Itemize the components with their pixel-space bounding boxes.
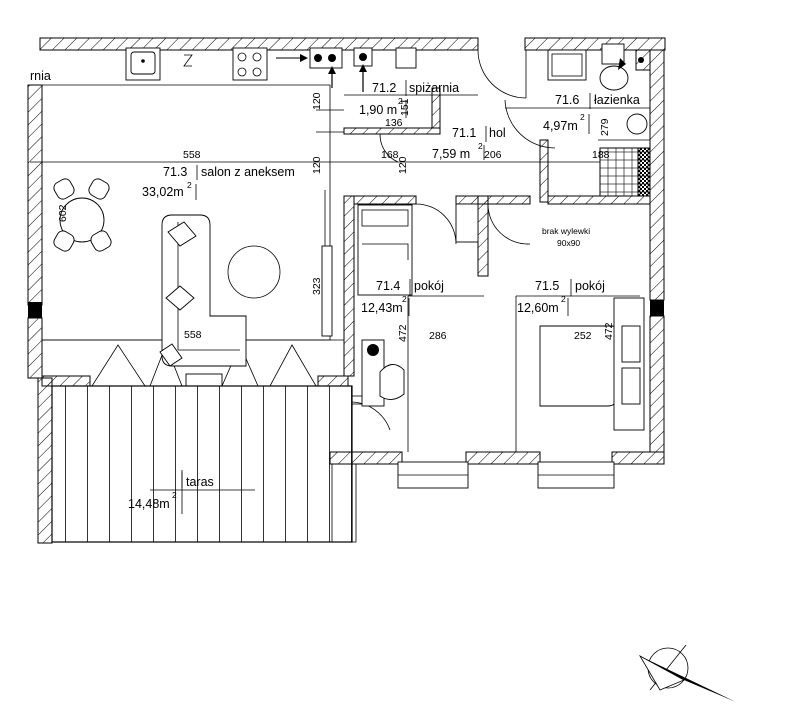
pokoj2-area: 12,60m — [517, 301, 559, 315]
dim-120-a: 120 — [311, 92, 323, 110]
dim-168: 168 — [381, 149, 399, 161]
dim-286: 286 — [429, 330, 447, 342]
taras-area-sup: 2 — [172, 490, 177, 500]
dim-472-right: 472 — [603, 322, 615, 340]
terrace — [51, 385, 357, 543]
dim-558-top: 558 — [183, 149, 201, 161]
dimension-labels: 558 558 286 252 188 168 206 136 602 323 … — [57, 92, 615, 342]
dim-323: 323 — [311, 277, 323, 295]
lazienka-area-sup: 2 — [580, 112, 585, 122]
bedroom1-furniture — [357, 204, 413, 407]
pokoj1-area: 12,43m — [361, 301, 403, 315]
kitchen — [125, 47, 417, 92]
pokoj1-area-sup: 2 — [402, 294, 407, 304]
dim-136: 136 — [385, 117, 403, 129]
lazienka-number: 71.6 — [555, 93, 579, 107]
salon-name: salon z aneksem — [201, 165, 295, 179]
shower-note: brak wylewki — [542, 226, 590, 236]
salon-area-sup: 2 — [187, 180, 192, 190]
bathroom-fixtures — [547, 43, 651, 197]
lazienka-name: łazienka — [594, 93, 640, 107]
pokoj1-number: 71.4 — [376, 279, 400, 293]
living-furniture — [53, 178, 333, 367]
dim-558-bottom: 558 — [184, 329, 202, 341]
cut-room-label: rnia — [30, 69, 51, 83]
hol-name: hol — [489, 126, 506, 140]
north-arrow-icon — [638, 644, 736, 702]
dim-206: 206 — [484, 149, 502, 161]
taras-name: taras — [186, 475, 214, 489]
dim-120-b: 120 — [311, 156, 323, 174]
pokoj2-area-sup: 2 — [561, 294, 566, 304]
room-labels: 71.3 salon z aneksem 33,02m 2 71.2 spiża… — [30, 69, 640, 511]
bedroom2-furniture — [539, 297, 645, 431]
dim-252: 252 — [574, 330, 592, 342]
pokoj2-name: pokój — [575, 279, 605, 293]
dim-151: 151 — [399, 98, 411, 116]
room-outlines — [30, 84, 650, 452]
dim-120-c: 120 — [397, 156, 409, 174]
salon-number: 71.3 — [163, 165, 187, 179]
windows — [91, 343, 615, 489]
pokoj2-number: 71.5 — [535, 279, 559, 293]
shower-size: 90x90 — [557, 238, 580, 248]
dim-472-left: 472 — [397, 324, 409, 342]
hol-area-sup: 2 — [478, 141, 483, 151]
dim-602: 602 — [57, 204, 69, 222]
dim-188: 188 — [592, 149, 610, 161]
hol-number: 71.1 — [452, 126, 476, 140]
taras-area: 14,48m — [128, 497, 170, 511]
salon-area: 33,02m — [142, 185, 184, 199]
spizarnia-area: 1,90 m — [359, 103, 397, 117]
spizarnia-name: spiżarnia — [409, 81, 459, 95]
hol-area: 7,59 m — [432, 147, 470, 161]
dim-279: 279 — [599, 118, 611, 136]
walls — [27, 37, 666, 544]
pokoj1-name: pokój — [414, 279, 444, 293]
spizarnia-number: 71.2 — [372, 81, 396, 95]
lazienka-area: 4,97m — [543, 119, 578, 133]
spizarnia-area-sup: 2 — [398, 96, 403, 106]
